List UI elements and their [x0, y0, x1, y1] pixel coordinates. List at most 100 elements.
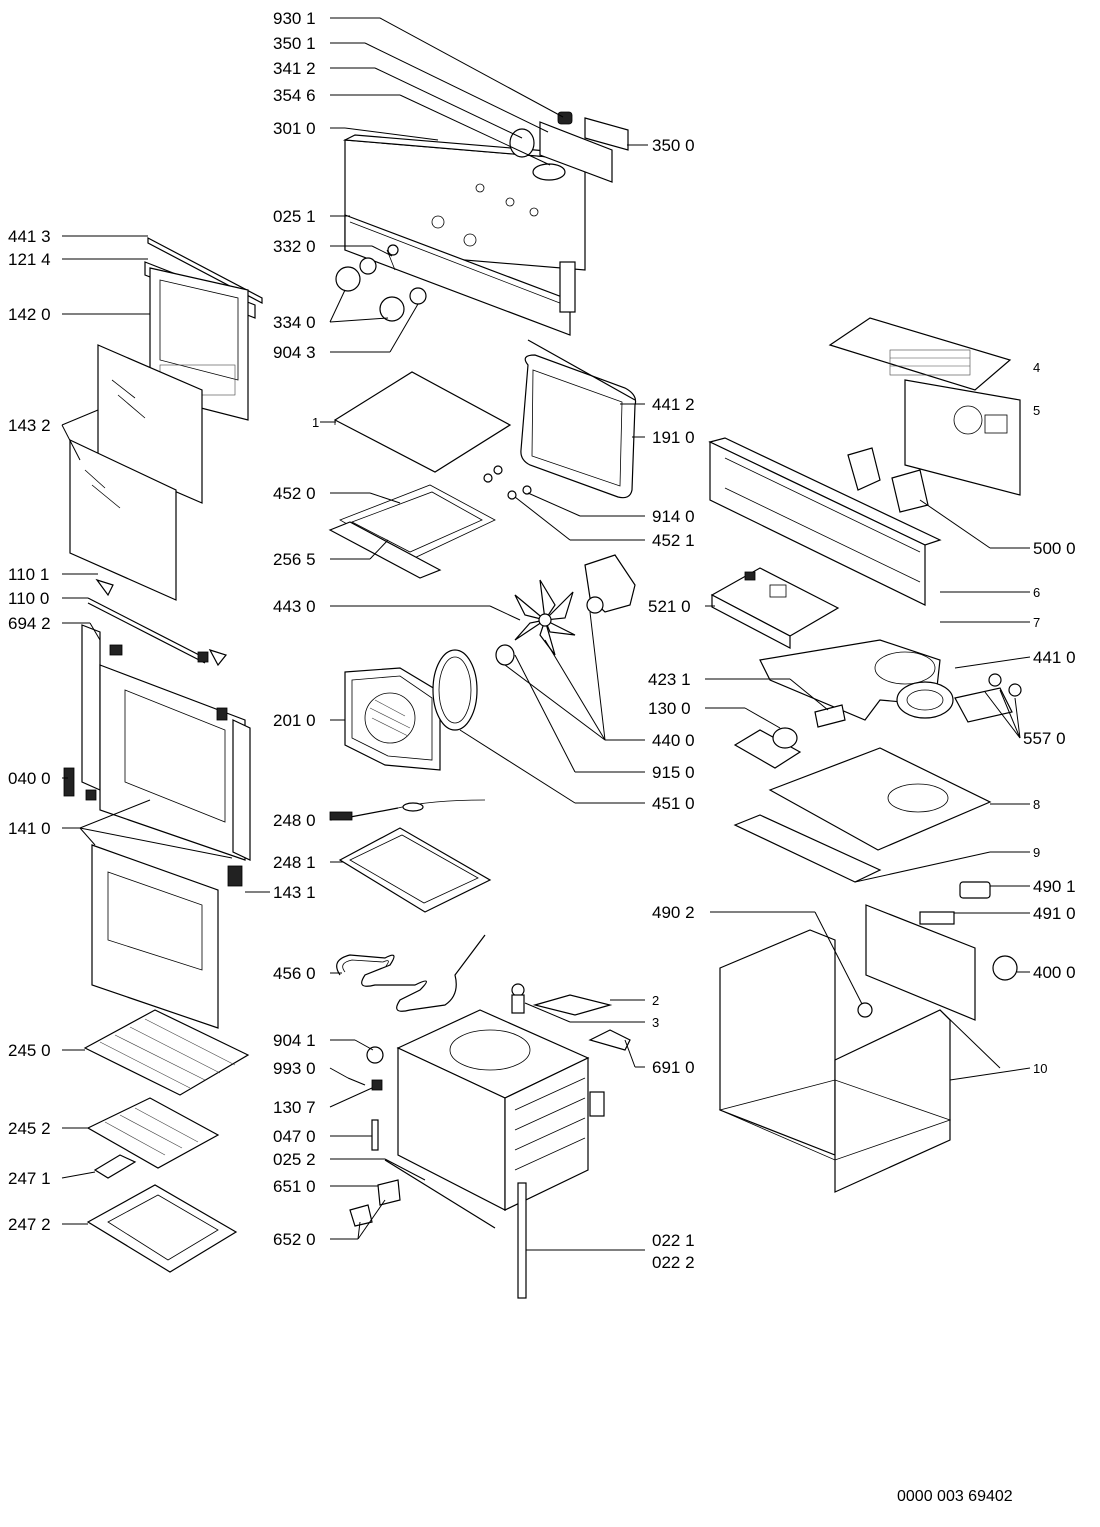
label-490-2: 490 2 [652, 903, 695, 922]
label-247-1: 247 1 [8, 1169, 51, 1188]
label-440-0: 440 0 [652, 731, 695, 750]
thermostats [954, 673, 1022, 723]
small-fixings [347, 1046, 401, 1227]
label-143-1: 143 1 [273, 883, 316, 902]
tangential-fan [896, 681, 954, 719]
label-500-0: 500 0 [1033, 539, 1076, 558]
label-247-2: 247 2 [8, 1215, 51, 1234]
label-904-3: 904 3 [273, 343, 316, 362]
label-441-2: 441 2 [652, 395, 695, 414]
terminal-and-motor [865, 881, 1018, 1021]
racks-and-trays [83, 1009, 250, 1273]
label-423-1: 423 1 [648, 670, 691, 689]
door-inner-frame [63, 624, 251, 887]
label-7: 7 [1033, 615, 1040, 630]
label-521-0: 521 0 [648, 597, 691, 616]
label-930-1: 930 1 [273, 9, 316, 28]
label-557-0: 557 0 [1023, 729, 1066, 748]
label-904-1: 904 1 [273, 1031, 316, 1050]
label-691-0: 691 0 [652, 1058, 695, 1077]
label-441-0: 441 0 [1033, 648, 1076, 667]
part-labels: 930 1 350 1 341 2 3 5 4 6 301 0 350 0 025 … [8, 9, 1076, 1272]
circular-element [432, 649, 478, 731]
label-350-1: 350 1 [273, 34, 316, 53]
label-2: 2 [652, 993, 659, 1008]
side-rail [517, 1182, 527, 1299]
leader-lines [61, 17, 1031, 1251]
label-491-0: 491 0 [1033, 904, 1076, 923]
label-248-1: 248 1 [273, 853, 316, 872]
label-248-0: 248 0 [273, 811, 316, 830]
label-441-3: 441 3 [8, 227, 51, 246]
label-025-1: 025 1 [273, 207, 316, 226]
label-5: 5 [1033, 403, 1040, 418]
oven-cavity [384, 1009, 631, 1229]
label-191-0: 191 0 [652, 428, 695, 447]
label-022-2: 022 2 [652, 1253, 695, 1272]
bottom-element [336, 934, 486, 1012]
label-121-4: 121 4 [8, 250, 51, 269]
label-110-1: 110 1 [8, 565, 49, 584]
label-4: 4 [1033, 360, 1040, 375]
label-110-0: 110 0 [8, 589, 49, 608]
base-plate [768, 747, 992, 851]
label-130-0: 130 0 [648, 699, 691, 718]
door-top-assembly [69, 237, 263, 601]
label-022-1: 022 1 [652, 1231, 695, 1250]
label-456-0: 456 0 [273, 964, 316, 983]
label-130-7: 130 7 [273, 1098, 316, 1117]
control-panel-assembly [342, 111, 629, 336]
label-256-5: 256 5 [273, 550, 316, 569]
rear-fan-cover [344, 667, 441, 771]
hinge-rod [87, 578, 228, 667]
label-490-1: 490 1 [1033, 877, 1076, 896]
document-number: 0000 003 69402 [897, 1488, 1013, 1505]
label-452-1: 452 1 [652, 531, 695, 550]
outer-door-panel [91, 844, 219, 1029]
label-142-0: 142 0 [8, 305, 51, 324]
label-143-2: 143 2 [8, 416, 51, 435]
label-350-0: 350 0 [652, 136, 695, 155]
label-993-0: 993 0 [273, 1059, 316, 1078]
top-cover-sheet [333, 371, 512, 473]
knobs [335, 244, 427, 322]
label-651-0: 651 0 [273, 1177, 316, 1196]
label-452-0: 452 0 [273, 484, 316, 503]
label-10: 10 [1033, 1061, 1047, 1076]
label-9: 9 [1033, 845, 1040, 860]
label-6: 6 [1033, 585, 1040, 600]
label-914-0: 914 0 [652, 507, 695, 526]
label-332-0: 332 0 [273, 237, 316, 256]
label-301-0: 301 0 [273, 119, 316, 138]
grill-element [328, 465, 532, 579]
wire-shelf [338, 827, 492, 913]
label-245-0: 245 0 [8, 1041, 51, 1060]
lamp-and-cover [511, 983, 613, 1016]
label-025-2: 025 2 [273, 1150, 316, 1169]
rear-frame-bar [708, 437, 942, 606]
meat-probe [329, 799, 486, 821]
label-1: 1 [312, 415, 319, 430]
label-451-0: 451 0 [652, 794, 695, 813]
label-201-0: 201 0 [273, 711, 316, 730]
label-047-0: 047 0 [273, 1127, 316, 1146]
control-board [710, 567, 840, 649]
rear-housing-top [828, 317, 1021, 496]
label-141-0: 141 0 [8, 819, 51, 838]
label-694-2: 694 2 [8, 614, 51, 633]
label-245-2: 245 2 [8, 1119, 51, 1138]
label-652-0: 652 0 [273, 1230, 316, 1249]
cooling-fan-unit [733, 704, 846, 769]
label-040-0: 040 0 [8, 769, 51, 788]
label-915-0: 915 0 [652, 763, 695, 782]
label-3: 3 [652, 1015, 659, 1030]
label-341-2: 341 2 [273, 59, 316, 78]
label-400-0: 400 0 [1033, 963, 1076, 982]
fan-and-motor [495, 554, 636, 666]
door-seal [520, 339, 637, 499]
label-8: 8 [1033, 797, 1040, 812]
front-plate [733, 814, 882, 883]
label-443-0: 443 0 [273, 597, 316, 616]
relay-modules [847, 447, 929, 513]
